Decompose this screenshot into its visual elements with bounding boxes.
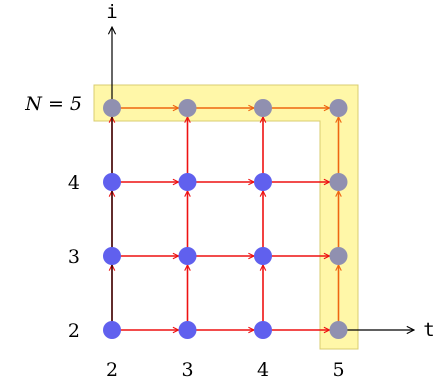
node-3-5 <box>178 99 197 117</box>
lattice-nodes <box>103 99 348 339</box>
n-label: N = 5 <box>24 93 82 115</box>
node-3-2 <box>178 321 197 339</box>
y-axis-label: i <box>106 1 117 23</box>
node-3-4 <box>178 173 197 191</box>
node-4-2 <box>254 321 272 339</box>
node-5-2 <box>329 321 348 339</box>
node-2-3 <box>103 247 121 265</box>
node-2-2 <box>103 321 121 339</box>
x-axis-label: t <box>423 319 434 341</box>
node-2-4 <box>103 173 121 191</box>
x-tick-label: 4 <box>257 359 269 381</box>
node-2-5 <box>103 99 121 117</box>
x-tick-label: 3 <box>181 359 193 381</box>
x-tick-label: 5 <box>332 359 344 381</box>
lattice-edges <box>112 108 339 330</box>
x-tick-label: 2 <box>106 359 118 381</box>
node-5-3 <box>329 247 348 265</box>
y-tick-label: 3 <box>68 246 80 268</box>
y-tick-labels: 2 3 4 <box>68 172 80 342</box>
node-5-5 <box>329 99 348 117</box>
node-4-3 <box>254 247 272 265</box>
node-3-3 <box>178 247 197 265</box>
x-tick-labels: 2 3 4 5 <box>106 359 345 381</box>
node-4-5 <box>254 99 272 117</box>
highlight-band <box>93 84 359 350</box>
y-tick-label: 4 <box>68 172 80 194</box>
node-5-4 <box>329 173 348 191</box>
node-4-4 <box>254 173 272 191</box>
y-tick-label: 2 <box>68 320 80 342</box>
